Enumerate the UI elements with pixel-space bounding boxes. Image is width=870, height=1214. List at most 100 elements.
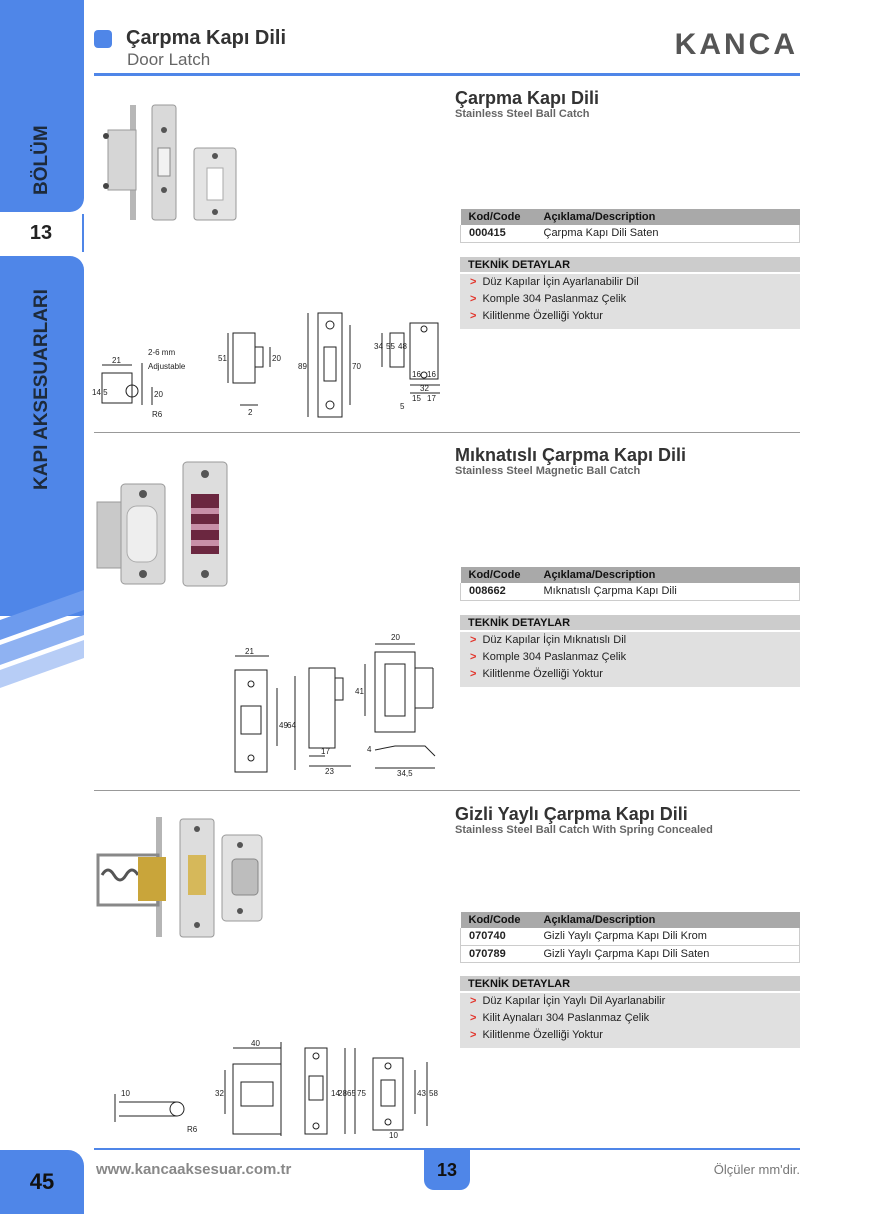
dimension-label: 5	[400, 402, 405, 411]
chevron-right-icon: >	[470, 276, 477, 288]
dimension-label: 20	[154, 390, 163, 399]
tech-details-heading: TEKNİK DETAYLAR	[460, 976, 800, 993]
product-description: Mıknatıslı Çarpma Kapı Dili	[535, 583, 800, 601]
dimension-label: R6	[187, 1125, 198, 1134]
product-2-title: Mıknatıslı Çarpma Kapı Dili	[455, 445, 687, 465]
product-description: Çarpma Kapı Dili Saten	[535, 225, 800, 243]
dimension-label: 17	[427, 394, 436, 403]
product-1-title: Çarpma Kapı Dili	[455, 88, 600, 108]
table-header-row: Kod/Code Açıklama/Description	[460, 912, 800, 928]
chevron-right-icon: >	[470, 1029, 477, 1041]
dimension-label: 43	[417, 1089, 426, 1098]
sidebar-section-tab	[0, 0, 84, 212]
dimension-label: 58	[429, 1089, 438, 1098]
tech-item: >Komple 304 Paslanmaz Çelik	[470, 651, 627, 663]
header-divider	[94, 73, 800, 76]
tech-item: >Düz Kapılar İçin Yaylı Dil Ayarlanabili…	[470, 995, 666, 1007]
dimension-label: 16	[412, 370, 421, 379]
product-code: 000415	[460, 225, 536, 243]
dimension-label: 21	[112, 356, 121, 365]
table-header-row: Kod/Code Açıklama/Description	[460, 209, 800, 225]
product-2-tech-details: TEKNİK DETAYLAR >Düz Kapılar İçin Mıknat…	[460, 615, 800, 687]
chevron-right-icon: >	[470, 310, 477, 322]
code-column-header: Kod/Code	[460, 912, 536, 928]
product-3-tech-details: TEKNİK DETAYLAR >Düz Kapılar İçin Yaylı …	[460, 976, 800, 1048]
footer-website-link[interactable]: www.kancaaksesuar.com.tr	[96, 1161, 292, 1178]
dimension-label: 64	[287, 721, 296, 730]
chevron-right-icon: >	[470, 995, 477, 1007]
dimension-label: 10	[389, 1131, 398, 1140]
table-row: 070740 Gizli Yaylı Çarpma Kapı Dili Krom	[460, 928, 800, 946]
chevron-right-icon: >	[470, 651, 477, 663]
page-number: 45	[0, 1150, 84, 1214]
chevron-right-icon: >	[470, 293, 477, 305]
page-title: Çarpma Kapı Dili	[126, 27, 287, 49]
sidebar: BÖLÜM 13 KAPI AKSESUARLARI 45	[0, 0, 84, 1214]
description-column-header: Açıklama/Description	[535, 209, 800, 225]
footer-units-note: Ölçüler mm'dir.	[713, 1162, 800, 1177]
tech-item: >Kilitlenme Özelliği Yoktur	[470, 668, 603, 680]
dimension-label: 17	[321, 747, 330, 756]
dimension-label: 16	[427, 370, 436, 379]
product-3-code-table: Kod/Code Açıklama/Description 070740 Giz…	[460, 912, 800, 963]
product-3-photo	[96, 817, 263, 938]
product-1-photo	[103, 104, 237, 221]
dimension-label: 51	[218, 354, 227, 363]
tech-item: >Kilit Aynaları 304 Paslanmaz Çelik	[470, 1012, 650, 1024]
dimension-label: 21	[245, 647, 254, 656]
dimension-label: 14.5	[92, 388, 108, 397]
product-1-technical-drawing: 21 2-6 mm Adjustable 14.5 20 R6 51 20 2 …	[92, 312, 440, 419]
dimension-label: 49	[279, 721, 288, 730]
dimension-label: 23	[325, 767, 334, 776]
product-2-code-table: Kod/Code Açıklama/Description 008662 Mık…	[460, 567, 800, 601]
dimension-label: 10	[121, 1089, 130, 1098]
tech-item: >Komple 304 Paslanmaz Çelik	[470, 293, 627, 305]
description-column-header: Açıklama/Description	[535, 912, 800, 928]
product-description: Gizli Yaylı Çarpma Kapı Dili Krom	[535, 928, 800, 946]
tech-item: >Kilitlenme Özelliği Yoktur	[470, 1029, 603, 1041]
product-3-title: Gizli Yaylı Çarpma Kapı Dili	[455, 804, 688, 824]
dimension-label: 32	[420, 384, 429, 393]
dimension-label: 70	[352, 362, 361, 371]
product-1-subtitle: Stainless Steel Ball Catch	[455, 108, 590, 120]
footer-divider	[94, 1148, 800, 1150]
code-column-header: Kod/Code	[460, 209, 536, 225]
product-code: 070789	[460, 945, 536, 963]
dimension-label: 20	[272, 354, 281, 363]
code-column-header: Kod/Code	[460, 567, 536, 583]
dimension-label: 75	[357, 1089, 366, 1098]
tech-details-heading: TEKNİK DETAYLAR	[460, 615, 800, 632]
product-2-subtitle: Stainless Steel Magnetic Ball Catch	[455, 465, 641, 477]
dimension-label: 48	[398, 342, 407, 351]
tech-item: >Düz Kapılar İçin Mıknatıslı Dil	[470, 634, 627, 646]
dimension-label: 32	[215, 1089, 224, 1098]
product-2-technical-drawing: 21 49 64 17 23 20 41 4 34,5	[234, 633, 436, 778]
footer-section-number: 13	[424, 1150, 470, 1190]
dimension-label: Adjustable	[148, 362, 186, 371]
table-header-row: Kod/Code Açıklama/Description	[460, 567, 800, 583]
chevron-right-icon: >	[470, 668, 477, 680]
table-row: 070789 Gizli Yaylı Çarpma Kapı Dili Sate…	[460, 945, 800, 963]
tech-item: >Düz Kapılar İçin Ayarlanabilir Dil	[470, 276, 639, 288]
dimension-label: 4	[367, 745, 372, 754]
dimension-label: 89	[298, 362, 307, 371]
dimension-label: 28	[338, 1089, 347, 1098]
product-2-photo	[96, 461, 228, 587]
sidebar-bolum-label: BÖLÜM	[31, 125, 52, 195]
dimension-label: 65	[347, 1089, 356, 1098]
dimension-label: 41	[355, 687, 364, 696]
sidebar-category-label: KAPI AKSESUARLARI	[31, 289, 52, 490]
product-code: 070740	[460, 928, 536, 946]
dimension-label: 34	[374, 342, 383, 351]
dimension-label: 2	[248, 408, 253, 417]
page-subtitle: Door Latch	[127, 50, 211, 69]
product-3-subtitle: Stainless Steel Ball Catch With Spring C…	[455, 824, 713, 836]
sidebar-category-tab	[0, 256, 84, 616]
section-divider	[94, 432, 800, 433]
dimension-label: 55	[386, 342, 395, 351]
dimension-label: 14	[331, 1089, 340, 1098]
dimension-label: 40	[251, 1040, 260, 1048]
dimension-label: R6	[152, 410, 163, 419]
dimension-label: 20	[391, 633, 400, 642]
table-row: 000415 Çarpma Kapı Dili Saten	[460, 225, 800, 243]
